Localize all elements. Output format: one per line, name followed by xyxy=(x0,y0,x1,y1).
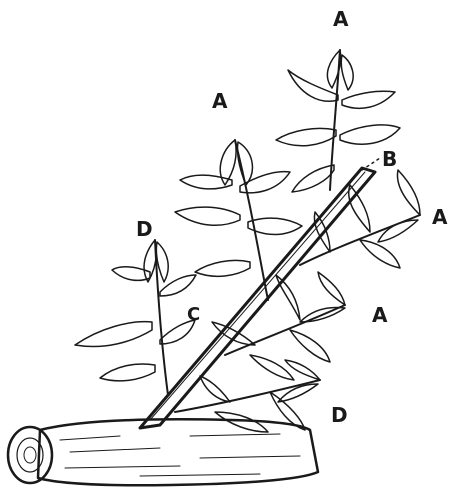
log-cut-end xyxy=(8,427,52,483)
label-b: B xyxy=(382,147,397,171)
label-a-right: A xyxy=(432,205,448,229)
label-c: C xyxy=(187,304,200,325)
label-d-bottom: D xyxy=(331,403,348,427)
shoot-upper-left xyxy=(175,140,302,300)
log xyxy=(8,419,318,485)
label-d-left: D xyxy=(136,217,153,241)
shoot-left-d xyxy=(75,240,196,395)
label-a-lower-right: A xyxy=(372,303,388,327)
label-a-top: A xyxy=(333,7,349,31)
label-a-upper-left: A xyxy=(212,89,228,113)
